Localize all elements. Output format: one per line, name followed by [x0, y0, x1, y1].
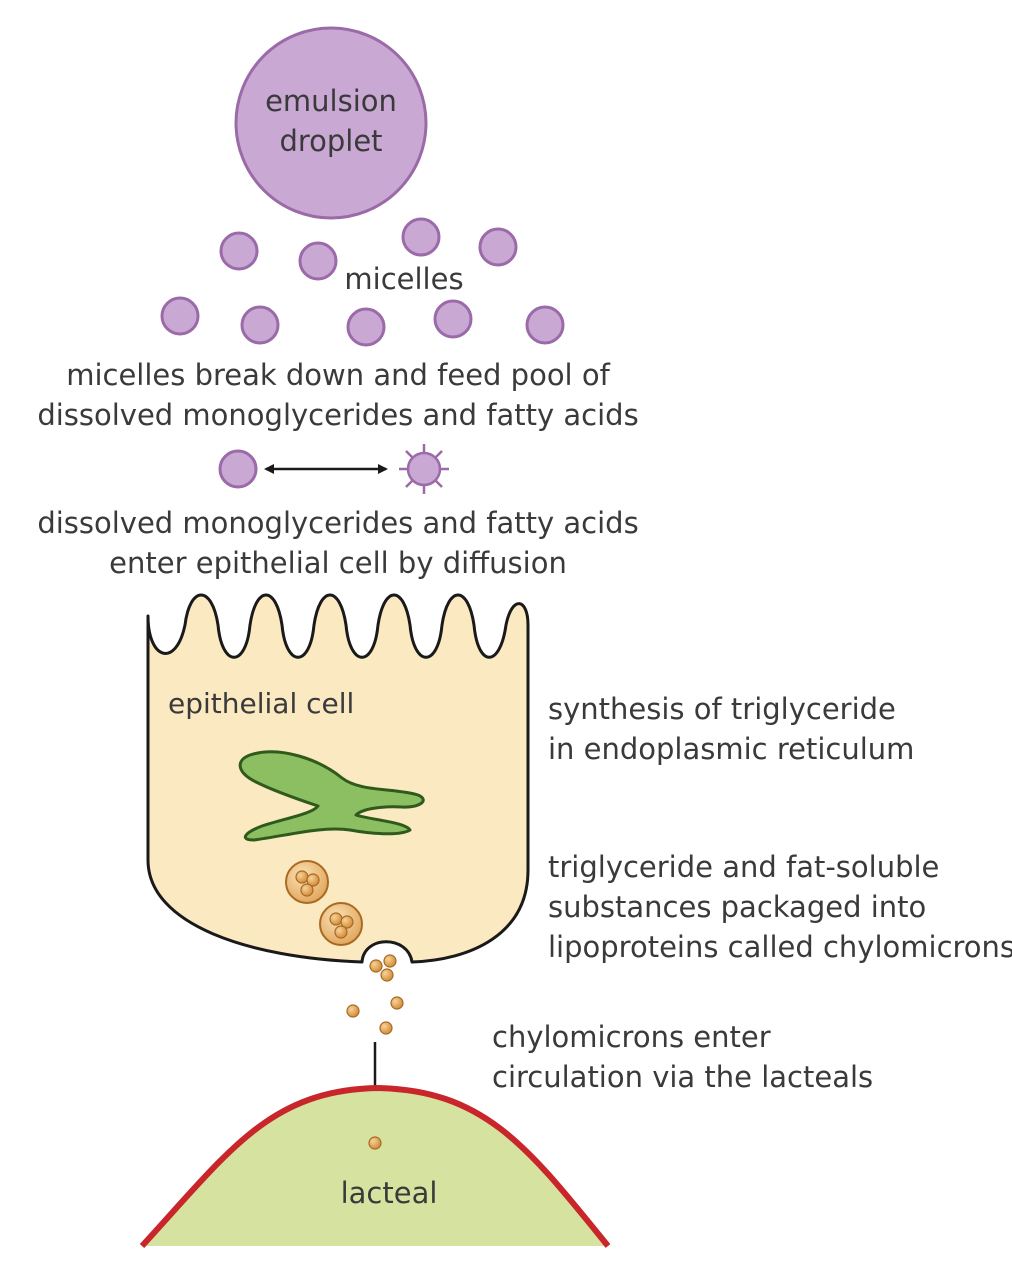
micelle	[346, 307, 386, 347]
chylomicron-vesicle	[319, 902, 363, 946]
chylomicron-vesicle	[285, 860, 329, 904]
micelle	[160, 296, 200, 336]
lacteal-label: lacteal	[341, 1176, 438, 1210]
breakdown-label-line2: dissolved monoglycerides and fatty acids	[37, 398, 638, 432]
emulsion-droplet: emulsion droplet	[234, 26, 428, 220]
diffusion-label-line1: dissolved monoglycerides and fatty acids	[37, 506, 638, 540]
packaging-label-line3: lipoproteins called chylomicrons	[548, 930, 1012, 964]
micelle	[219, 231, 259, 271]
circulation-label-line2: circulation via the lacteals	[492, 1060, 873, 1094]
endoplasmic-reticulum	[238, 750, 425, 842]
circulation-label-line1: chylomicrons enter	[492, 1020, 771, 1054]
epithelial-cell: epithelial cell	[146, 593, 530, 982]
micelles-group	[160, 217, 565, 347]
dissolved-molecule-icon	[399, 444, 449, 494]
micelle-equilibrium	[218, 444, 449, 494]
micelle	[525, 305, 565, 345]
micelle	[218, 449, 258, 489]
micelle	[240, 305, 280, 345]
lacteal: lacteal	[139, 1084, 611, 1249]
synthesis-label-line1: synthesis of triglyceride	[548, 692, 896, 726]
emulsion-droplet-label-line1: emulsion	[265, 84, 397, 118]
micelle	[298, 241, 338, 281]
chylomicron-in-lacteal	[368, 1136, 382, 1150]
breakdown-label-line1: micelles break down and feed pool of	[66, 358, 610, 392]
epithelial-cell-label: epithelial cell	[168, 687, 354, 720]
synthesis-label-line2: in endoplasmic reticulum	[548, 732, 914, 766]
exocytosis-chylomicrons	[369, 954, 397, 982]
emulsion-droplet-label-line2: droplet	[279, 124, 382, 158]
micelles-label: micelles	[344, 262, 463, 296]
diffusion-label-line2: enter epithelial cell by diffusion	[109, 546, 567, 580]
micelle	[433, 299, 473, 339]
packaging-label-line1: triglyceride and fat-soluble	[548, 850, 939, 884]
packaging-label-line2: substances packaged into	[548, 890, 926, 924]
released-chylomicrons	[346, 996, 404, 1035]
micelle	[478, 227, 518, 267]
micelle	[401, 217, 441, 257]
